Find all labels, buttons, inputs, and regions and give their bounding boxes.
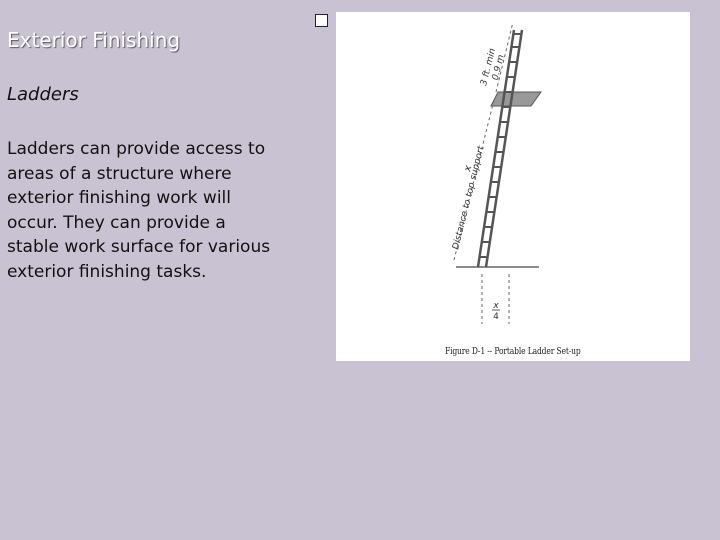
figure-caption-text: Figure D-1 -- Portable Ladder Set-up	[445, 346, 581, 357]
slide-title: Exterior Finishing	[7, 28, 181, 52]
ladder-figure: 3 ft. min 0.9 m Distance to top support …	[336, 12, 690, 361]
base-label-denominator: 4	[493, 312, 499, 322]
slide-subtitle: Ladders	[7, 84, 79, 105]
bullet-box-icon	[315, 14, 328, 27]
height-symbol: x	[462, 164, 474, 173]
slide-body-text: Ladders can provide access to areas of a…	[7, 139, 271, 282]
distance-label: Distance to top support	[451, 145, 487, 251]
figure-caption: Figure D-1 -- Portable Ladder Set-up	[336, 346, 690, 357]
base-label-numerator: x	[492, 301, 499, 311]
extension-dimension-line	[495, 21, 514, 93]
ladder-diagram-svg: 3 ft. min 0.9 m Distance to top support …	[451, 21, 542, 324]
ladder-rungs	[480, 33, 522, 258]
top-support-platform	[490, 91, 542, 107]
